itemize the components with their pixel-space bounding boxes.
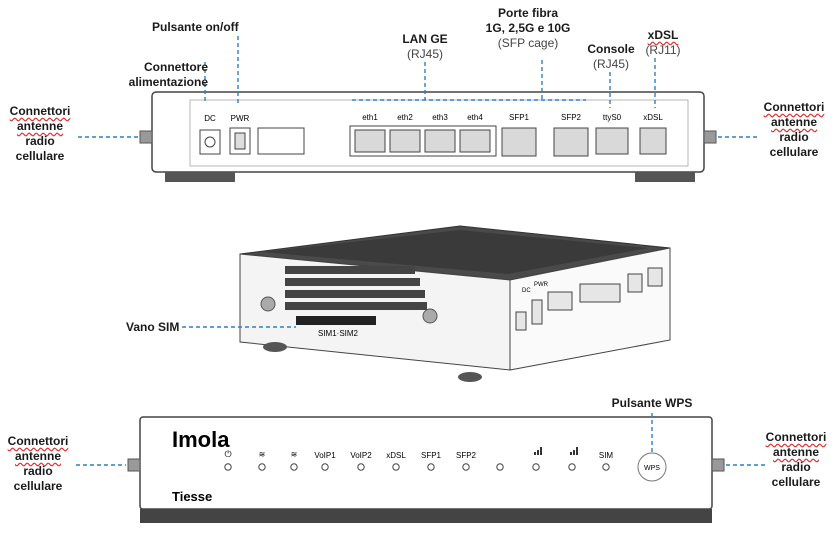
callout-console: Console (RJ45)	[587, 42, 635, 71]
iso-pwr-label: PWR	[534, 282, 549, 288]
signal-bars-2-icon	[570, 447, 578, 455]
eth4-label: eth4	[467, 113, 483, 122]
eth3-label: eth3	[432, 113, 448, 122]
led-sim-label: SIM	[599, 451, 614, 460]
callout-wps: Pulsante WPS	[611, 396, 693, 410]
callout-sim-bay: Vano SIM	[126, 320, 180, 334]
signal-bars-1-icon	[534, 447, 542, 455]
isometric-drawing: SIM1·SIM2 DC PWR	[182, 225, 671, 382]
callout-power-button: Pulsante on/off	[152, 20, 239, 34]
callout-power-connector: Connettore alimentazione	[128, 60, 208, 89]
xdsl-port[interactable]	[639, 127, 667, 155]
sfp2-cage[interactable]	[553, 127, 589, 157]
iso-side-vent-grille	[285, 266, 427, 310]
ttys0-label: ttyS0	[603, 113, 622, 122]
led-sfp1-label: SFP1	[421, 451, 442, 460]
eth1-label: eth1	[362, 113, 378, 122]
brand-tiesse: Tiesse	[172, 489, 212, 504]
eth-port-group	[349, 125, 497, 157]
xdsl-port-label: xDSL	[643, 113, 663, 122]
console-port[interactable]	[595, 127, 629, 155]
wps-button-label: WPS	[644, 465, 660, 472]
sim-bay-label: SIM1·SIM2	[318, 329, 359, 338]
sim-bay-slot[interactable]	[296, 316, 376, 325]
wifi-2-led-icon: ≋	[291, 450, 298, 459]
callout-lan: LAN GE (RJ45)	[402, 32, 448, 61]
iso-foot-1	[263, 342, 287, 352]
iso-dc-label: DC	[522, 288, 531, 294]
wps-button[interactable]	[637, 452, 667, 482]
led-xdsl-label: xDSL	[386, 451, 406, 460]
eth2-port[interactable]	[389, 129, 421, 153]
eth4-port[interactable]	[459, 129, 491, 153]
led-voip1-label: VoIP1	[314, 451, 336, 460]
rear-foot-left	[165, 172, 235, 182]
front-base	[140, 509, 712, 523]
front-leds	[224, 463, 610, 471]
callout-antenna-front-left: Connettori antenne radio cellulare	[7, 434, 69, 493]
front-antenna-connector-left	[127, 458, 141, 472]
sfp1-cage[interactable]	[501, 127, 537, 157]
blank-panel	[257, 127, 305, 155]
front-antenna-connector-right	[711, 458, 725, 472]
iso-antenna-left	[260, 296, 276, 312]
sfp2-label: SFP2	[561, 113, 582, 122]
rear-antenna-connector-right	[703, 130, 717, 144]
power-led-icon: ⏻	[224, 449, 231, 459]
sfp1-label: SFP1	[509, 113, 530, 122]
wifi-1-led-icon: ≋	[259, 450, 266, 459]
front-callout-lines	[76, 413, 766, 466]
rear-callout-lines	[78, 36, 758, 138]
callout-antenna-rear-right: Connettori antenne radio cellulare	[763, 100, 825, 159]
callout-xdsl: xDSL (RJ11)	[645, 28, 681, 57]
callout-fiber-ports: Porte fibra 1G, 2,5G e 10G (SFP cage)	[485, 6, 571, 50]
callout-antenna-front-right: Connettori antenne radio cellulare	[765, 430, 827, 489]
rear-foot-right	[635, 172, 695, 182]
iso-antenna-right	[422, 308, 438, 324]
eth3-port[interactable]	[424, 129, 456, 153]
pwr-label: PWR	[231, 114, 250, 123]
callout-antenna-rear-left: Connettori antenne radio cellulare	[9, 104, 71, 163]
dc-jack	[199, 129, 221, 155]
eth2-label: eth2	[397, 113, 413, 122]
iso-foot-2	[458, 372, 482, 382]
iso-back-ports	[515, 267, 663, 331]
front-panel-drawing: ⏻ ≋ ≋ VoIP1 VoIP2 xDSL SFP1 SFP2 SIM WPS…	[76, 413, 766, 523]
eth1-port[interactable]	[354, 129, 386, 153]
rear-antenna-connector-left	[139, 130, 153, 144]
brand-imola: Imola	[172, 427, 230, 452]
led-voip2-label: VoIP2	[350, 451, 372, 460]
dc-label: DC	[204, 114, 216, 123]
rear-panel-drawing: DC PWR eth1 eth2 eth3 eth4 SFP1 SFP2 tty…	[78, 36, 758, 182]
led-sfp2-label: SFP2	[456, 451, 477, 460]
